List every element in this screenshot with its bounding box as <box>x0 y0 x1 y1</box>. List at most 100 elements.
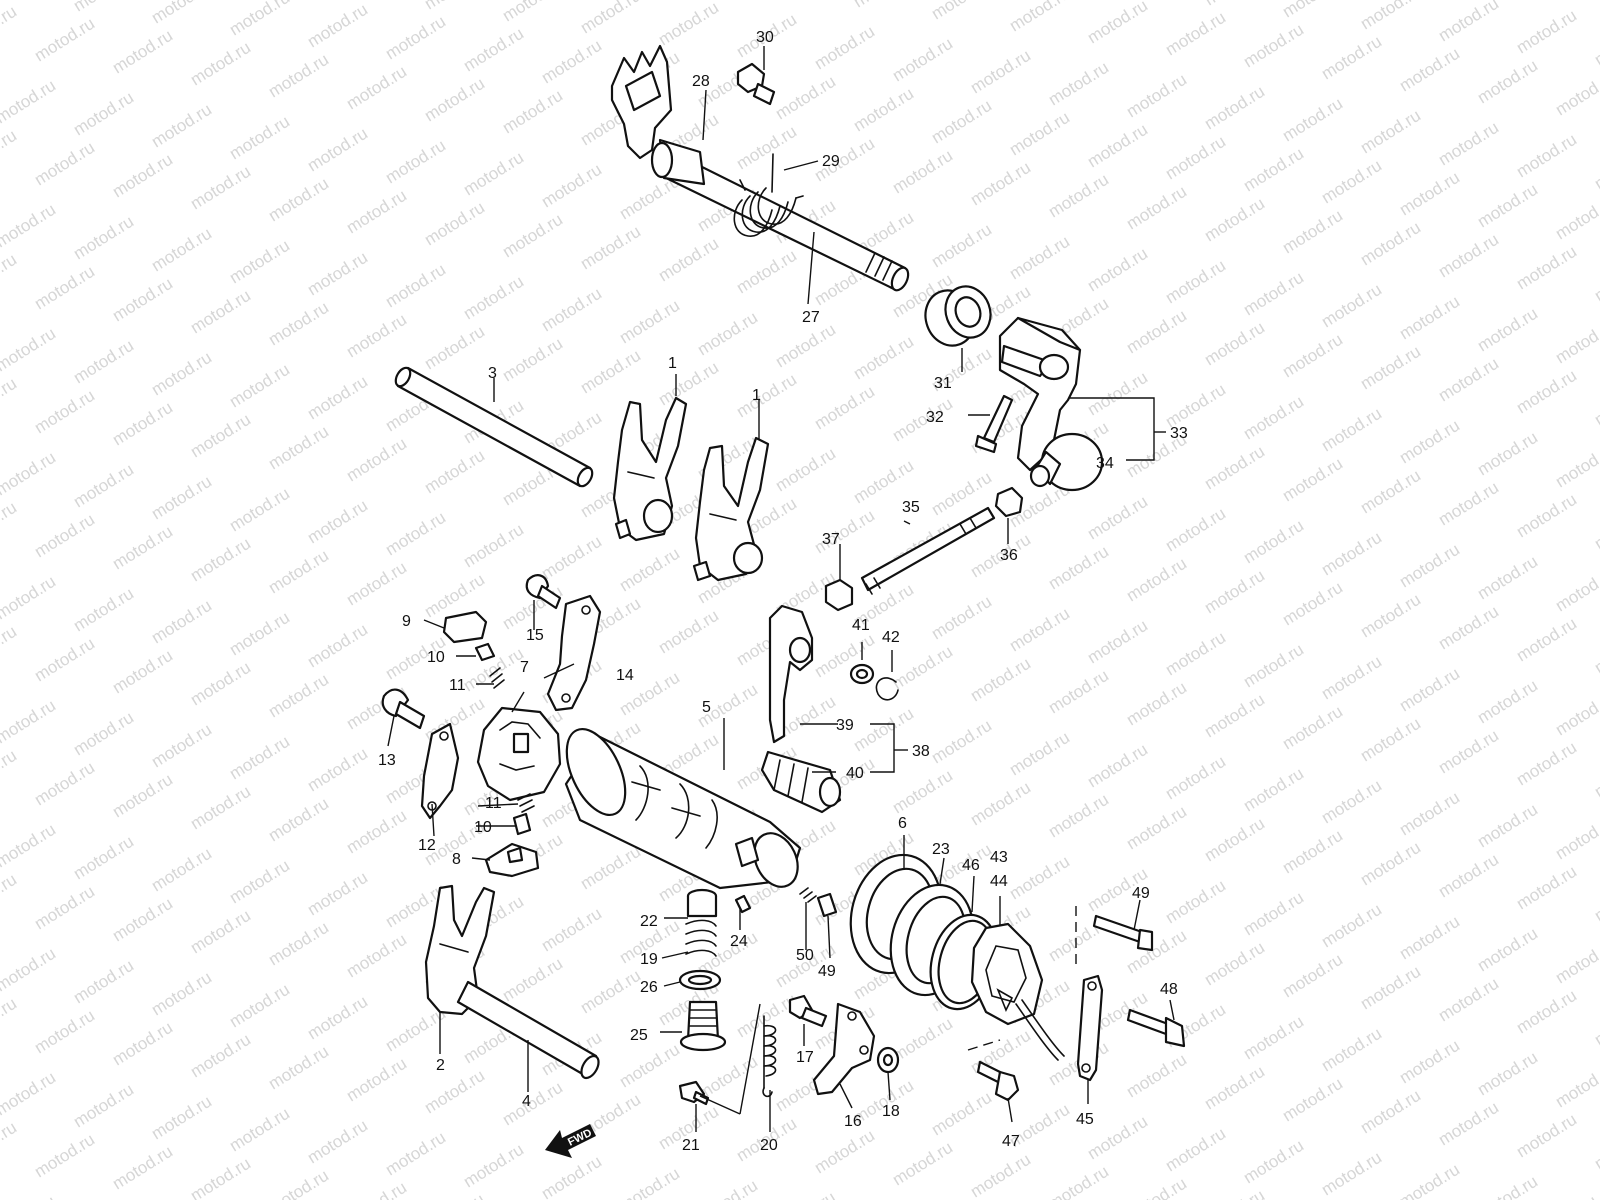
watermark-text: motod.ru <box>304 620 371 672</box>
watermark-text: motod.ru <box>226 484 293 536</box>
part-36-nut <box>994 486 1024 518</box>
watermark-text: motod.ru <box>1279 0 1346 21</box>
watermark-text: motod.ru <box>31 1006 98 1058</box>
watermark-text: motod.ru <box>1357 466 1424 518</box>
watermark-text: motod.ru <box>265 1042 332 1094</box>
watermark-text: motod.ru <box>538 532 605 584</box>
watermark-text: motod.ru <box>304 496 371 548</box>
part-22-stopper-pin <box>686 888 718 918</box>
watermark-text: motod.ru <box>1591 254 1600 306</box>
watermark-text: motod.ru <box>0 448 59 500</box>
callout-5: 5 <box>702 699 711 716</box>
watermark-text: motod.ru <box>1357 590 1424 642</box>
watermark-text: motod.ru <box>928 1088 995 1140</box>
watermark-text: motod.ru <box>343 310 410 362</box>
watermark-text: motod.ru <box>1201 82 1268 134</box>
fwd-label: FWD <box>566 1127 594 1149</box>
watermark-text: motod.ru <box>382 136 449 188</box>
watermark-text: motod.ru <box>70 832 137 884</box>
watermark-text: motod.ru <box>382 508 449 560</box>
watermark-text: motod.ru <box>811 22 878 74</box>
watermark-text: motod.ru <box>772 1188 839 1200</box>
watermark-text: motod.ru <box>1435 726 1502 778</box>
part-45-clamp <box>1076 974 1104 1082</box>
part-7-cam-driven-gear <box>476 706 562 802</box>
watermark-text: motod.ru <box>1279 94 1346 146</box>
watermark-text: motod.ru <box>1591 378 1600 430</box>
watermark-text: motod.ru <box>1318 1024 1385 1076</box>
watermark-text: motod.ru <box>538 284 605 336</box>
part-20-spring <box>762 1015 777 1098</box>
watermark-text: motod.ru <box>1552 440 1600 492</box>
part-1-shift-fork-b <box>692 436 770 582</box>
watermark-text: motod.ru <box>1318 528 1385 580</box>
watermark-text: motod.ru <box>70 212 137 264</box>
watermark-text: motod.ru <box>1357 218 1424 270</box>
watermark-text: motod.ru <box>1240 1136 1307 1188</box>
watermark-text: motod.ru <box>343 434 410 486</box>
watermark-text: motod.ru <box>70 0 137 15</box>
watermark-text: motod.ru <box>1552 812 1600 864</box>
watermark-text: motod.ru <box>226 112 293 164</box>
watermark-text: motod.ru <box>1123 1174 1190 1200</box>
part-25-plug <box>679 1000 727 1052</box>
watermark-text: motod.ru <box>499 0 566 25</box>
watermark-text: motod.ru <box>265 546 332 598</box>
watermark-text: motod.ru <box>460 148 527 200</box>
watermark-text: motod.ru <box>343 806 410 858</box>
watermark-text: motod.ru <box>577 222 644 274</box>
watermark-text: motod.ru <box>304 372 371 424</box>
watermark-text: motod.ru <box>616 544 683 596</box>
callout-10b: 10 <box>474 819 492 836</box>
watermark-text: motod.ru <box>1396 416 1463 468</box>
watermark-text: motod.ru <box>109 1018 176 1070</box>
watermark-text: motod.ru <box>850 84 917 136</box>
callout-40: 40 <box>846 765 864 782</box>
part-50-spring <box>799 887 817 903</box>
watermark-text: motod.ru <box>0 498 20 550</box>
watermark-text: motod.ru <box>1045 58 1112 110</box>
callout-20: 20 <box>760 1137 778 1154</box>
watermark-text: motod.ru <box>1240 640 1307 692</box>
callout-11a: 11 <box>449 677 466 694</box>
watermark-text: motod.ru <box>1591 502 1600 554</box>
callout-11b: 11 <box>485 795 502 812</box>
watermark-text: motod.ru <box>1279 454 1346 506</box>
watermark-text: motod.ru <box>616 296 683 348</box>
watermark-text: motod.ru <box>148 0 215 27</box>
part-49-bolt <box>1092 914 1154 952</box>
watermark-text: motod.ru <box>1162 752 1229 804</box>
watermark-text: motod.ru <box>1045 790 1112 842</box>
callout-14: 14 <box>616 667 634 684</box>
watermark-text: motod.ru <box>1123 678 1190 730</box>
watermark-text: motod.ru <box>343 558 410 610</box>
callout-21: 21 <box>682 1137 700 1154</box>
part-30-bolt <box>736 62 776 106</box>
watermark-text: motod.ru <box>226 1104 293 1156</box>
watermark-text: motod.ru <box>1162 628 1229 680</box>
callout-33: 33 <box>1170 425 1188 442</box>
watermark-text: motod.ru <box>460 272 527 324</box>
watermark-text: motod.ru <box>187 1030 254 1082</box>
watermark-text: motod.ru <box>1279 578 1346 630</box>
watermark-text: motod.ru <box>616 1040 683 1092</box>
callout-12: 12 <box>418 837 436 854</box>
part-16-shift-pawl-lifter <box>812 1002 876 1096</box>
watermark-text: motod.ru <box>70 584 137 636</box>
watermark-text: motod.ru <box>1006 852 1073 904</box>
watermark-text: motod.ru <box>1240 268 1307 320</box>
callout-49a: 49 <box>1132 885 1150 902</box>
watermark-text: motod.ru <box>1552 1184 1600 1200</box>
callout-48: 48 <box>1160 981 1178 998</box>
watermark-text: motod.ru <box>538 160 605 212</box>
watermark-text: motod.ru <box>1162 8 1229 60</box>
watermark-text: motod.ru <box>850 0 917 11</box>
part-5-gearshift-cam <box>564 727 802 890</box>
watermark-text: motod.ru <box>148 844 215 896</box>
watermark-text: motod.ru <box>1474 1048 1541 1100</box>
watermark-text: motod.ru <box>148 472 215 524</box>
watermark-text: motod.ru <box>0 870 20 922</box>
watermark-text: motod.ru <box>148 100 215 152</box>
callout-39: 39 <box>836 717 854 734</box>
watermark-text: motod.ru <box>226 0 293 39</box>
